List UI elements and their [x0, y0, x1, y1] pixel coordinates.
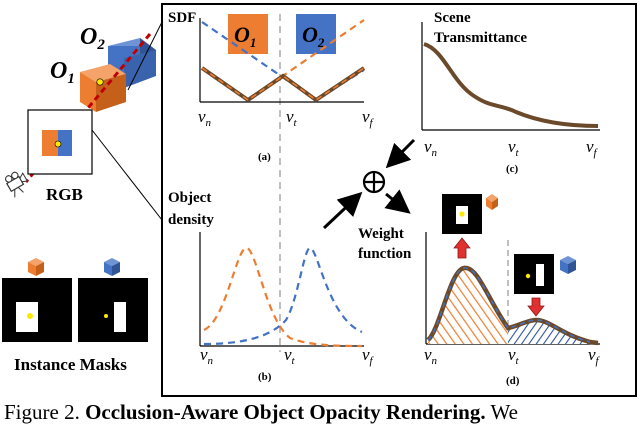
b-vn: vn	[200, 345, 214, 367]
d-vn: vn	[424, 345, 438, 367]
c-vt: vt	[508, 137, 520, 159]
density-o2-curve	[203, 246, 363, 346]
connector-line-bottom	[91, 129, 163, 221]
caption-suffix: We	[485, 400, 518, 424]
object-label-1: Object	[168, 190, 211, 206]
image-plane-blue	[58, 130, 72, 156]
weight-label: Weight	[358, 226, 404, 242]
tag-o1-label: O1	[234, 22, 256, 50]
panel-d: Weight function vn vt vf (d)	[358, 194, 601, 387]
panel-c-label: (c)	[506, 163, 519, 175]
d-vt: vt	[508, 345, 520, 367]
image-plane-orange	[42, 130, 58, 156]
mask-blue	[78, 278, 148, 342]
down-arrow	[527, 297, 545, 317]
blue-cube-small	[104, 258, 120, 276]
object-label-2: density	[168, 212, 214, 228]
d-vf: vf	[588, 345, 601, 367]
o2-label: O2	[80, 24, 105, 53]
orange-cube-o1	[80, 64, 126, 112]
image-plane	[27, 109, 93, 175]
figure-caption: Figure 2. Occlusion-Aware Object Opacity…	[4, 400, 640, 424]
a-vt: vt	[286, 107, 298, 129]
c-vf: vf	[586, 137, 599, 159]
weight-o1-area	[428, 267, 508, 344]
panel-c: Scene Transmittance vn vt vf (c)	[421, 10, 600, 175]
tag-o1-box	[228, 14, 268, 54]
density-o1-curve	[203, 246, 363, 348]
panel-a-label: (a)	[258, 151, 271, 163]
sdf-scene-curve	[200, 66, 366, 103]
weight-o2-area	[508, 320, 590, 344]
instance-masks: Instance Masks	[2, 258, 148, 374]
figure-2: O2 O1 RGB Instance Masks SDF	[2, 3, 637, 397]
arrow-from-b	[322, 191, 363, 230]
transmittance-curve	[423, 42, 599, 128]
c-vn: vn	[424, 137, 438, 159]
orange-cube-small	[28, 258, 44, 276]
panel-b-label: (b)	[258, 371, 272, 383]
sdf-o1-curve	[201, 19, 365, 102]
rgb-label: RGB	[46, 185, 83, 204]
tag-o2-box	[296, 14, 336, 54]
instance-masks-label: Instance Masks	[14, 355, 127, 374]
d-mask-blue	[514, 254, 554, 294]
b-vt: vt	[284, 345, 296, 367]
multiply-operator	[362, 170, 386, 194]
arrow-to-d	[384, 189, 411, 214]
panel-a: SDF O1 O2 vn vt vf (a)	[168, 10, 375, 163]
function-label: function	[358, 246, 412, 262]
main-frame	[161, 3, 637, 397]
b-vf: vf	[362, 345, 375, 367]
caption-prefix: Figure 2.	[4, 400, 86, 424]
connector-line-top	[127, 21, 163, 91]
sdf-o2-curve	[201, 21, 365, 102]
panel-d-label: (d)	[506, 375, 520, 387]
arrow-from-c	[385, 138, 416, 169]
sdf-label: SDF	[168, 10, 196, 26]
panel-b: Object density vn vt vf (b)	[168, 190, 375, 383]
camera-icon	[5, 171, 29, 198]
transmittance-label: Transmittance	[434, 30, 527, 46]
up-arrow	[453, 237, 471, 259]
a-vf: vf	[362, 107, 375, 129]
a-vn: vn	[198, 107, 212, 129]
caption-bold: Occlusion-Aware Object Opacity Rendering…	[85, 400, 486, 424]
scene-label: Scene	[434, 10, 471, 26]
scene-illustration: O2 O1 RGB	[5, 24, 156, 204]
o1-label: O1	[50, 58, 75, 87]
tag-o2-label: O2	[302, 22, 325, 50]
